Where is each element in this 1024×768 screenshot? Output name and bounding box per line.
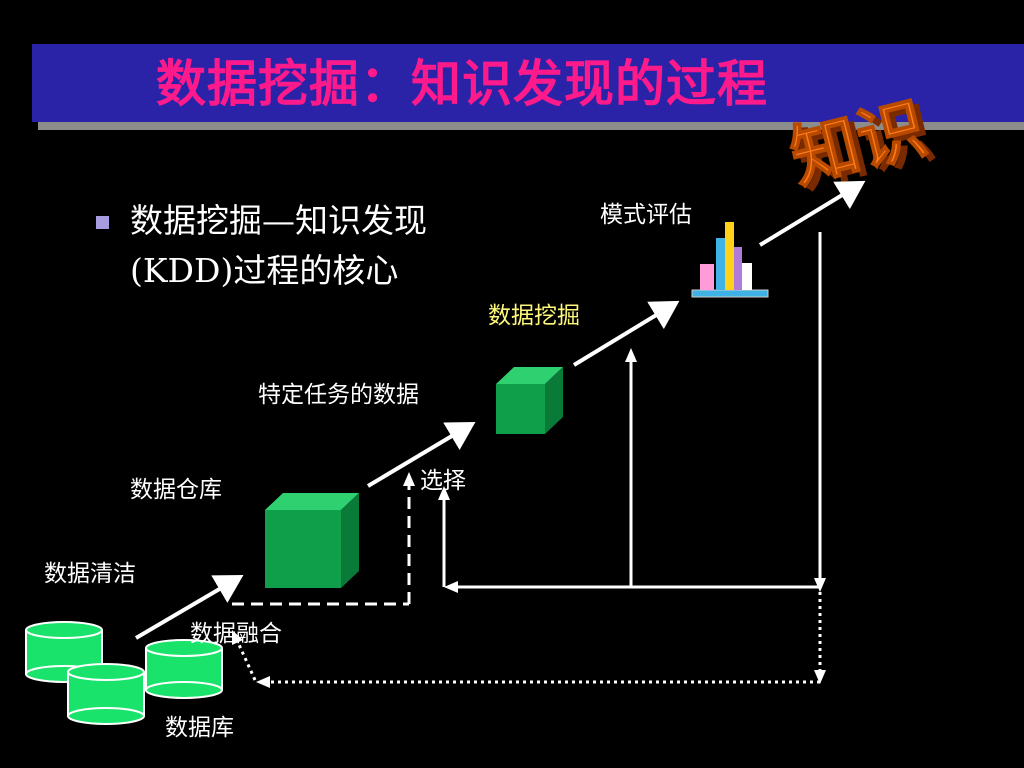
dotted-feedback-path: [234, 592, 822, 684]
square-bullet-icon: [96, 216, 109, 229]
bullet-line-2: (KDD)过程的核心: [130, 251, 399, 290]
flow-arrows: [134, 180, 866, 640]
svg-text:知识: 知识: [783, 89, 934, 199]
database-cylinders: [25, 621, 223, 725]
cylinder-3: [67, 663, 145, 725]
selection-dashed-path: [232, 486, 411, 606]
knowledge-wordart: 知识 知识: [782, 88, 941, 203]
label-database: 数据库: [165, 715, 234, 741]
warehouse-cube: [265, 493, 359, 588]
feedback-lines: [442, 232, 822, 589]
bullet-line-1: 数据挖掘—知识发现: [130, 201, 427, 240]
label-selection: 选择: [420, 468, 466, 494]
title-bar: 数据挖掘：知识发现的过程: [32, 44, 1024, 122]
label-task-data: 特定任务的数据: [258, 382, 419, 408]
label-data-mining: 数据挖掘: [488, 303, 580, 329]
bullet-item: 数据挖掘—知识发现 (KDD)过程的核心: [130, 196, 520, 296]
label-pattern-evaluation: 模式评估: [600, 202, 692, 228]
cylinder-2: [145, 639, 223, 699]
label-data-integration: 数据融合: [190, 621, 282, 647]
task-data-cube: [496, 367, 563, 434]
page-title: 数据挖掘：知识发现的过程: [156, 54, 768, 113]
label-data-warehouse: 数据仓库: [130, 477, 222, 503]
pattern-chart-icon: [691, 222, 769, 298]
label-data-cleaning: 数据清洁: [44, 561, 136, 587]
